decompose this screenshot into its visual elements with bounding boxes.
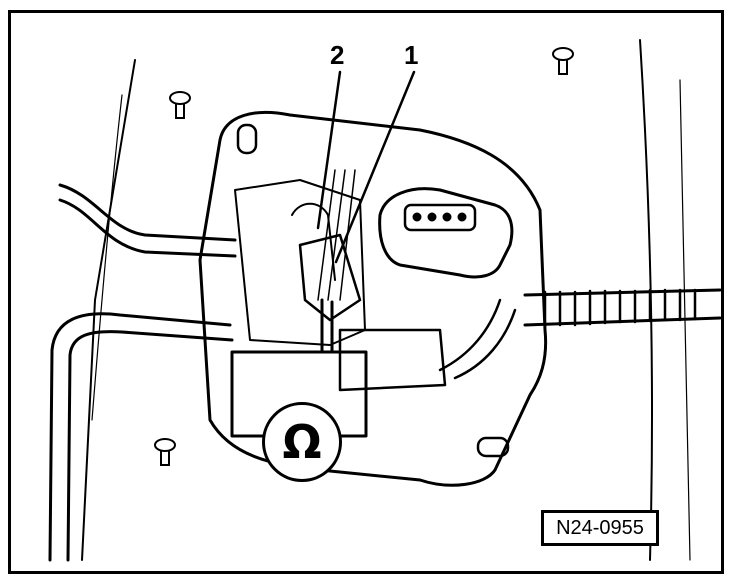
sender-body [298, 233, 362, 322]
slot-bottom [476, 436, 510, 458]
callout-1: 1 [404, 40, 419, 70]
pipe-section [338, 328, 447, 392]
sender-housing [234, 179, 366, 346]
leader-1 [334, 70, 416, 264]
mounting-plate [198, 111, 548, 487]
bolt-head-icon [154, 438, 176, 466]
ohmmeter-icon: Ω [262, 402, 342, 482]
figure-code: N24-0955 [541, 510, 659, 546]
panel-edge-left [81, 59, 136, 561]
leader-2 [316, 70, 342, 230]
bolt-head-icon [169, 91, 191, 119]
bolt-head-icon [552, 47, 574, 75]
hose-upper [58, 183, 237, 242]
slot-top [236, 123, 258, 155]
harness-corrugated [523, 288, 722, 297]
connector-plug [378, 187, 514, 279]
callout-2: 2 [330, 40, 345, 70]
hose-lower [48, 312, 232, 562]
